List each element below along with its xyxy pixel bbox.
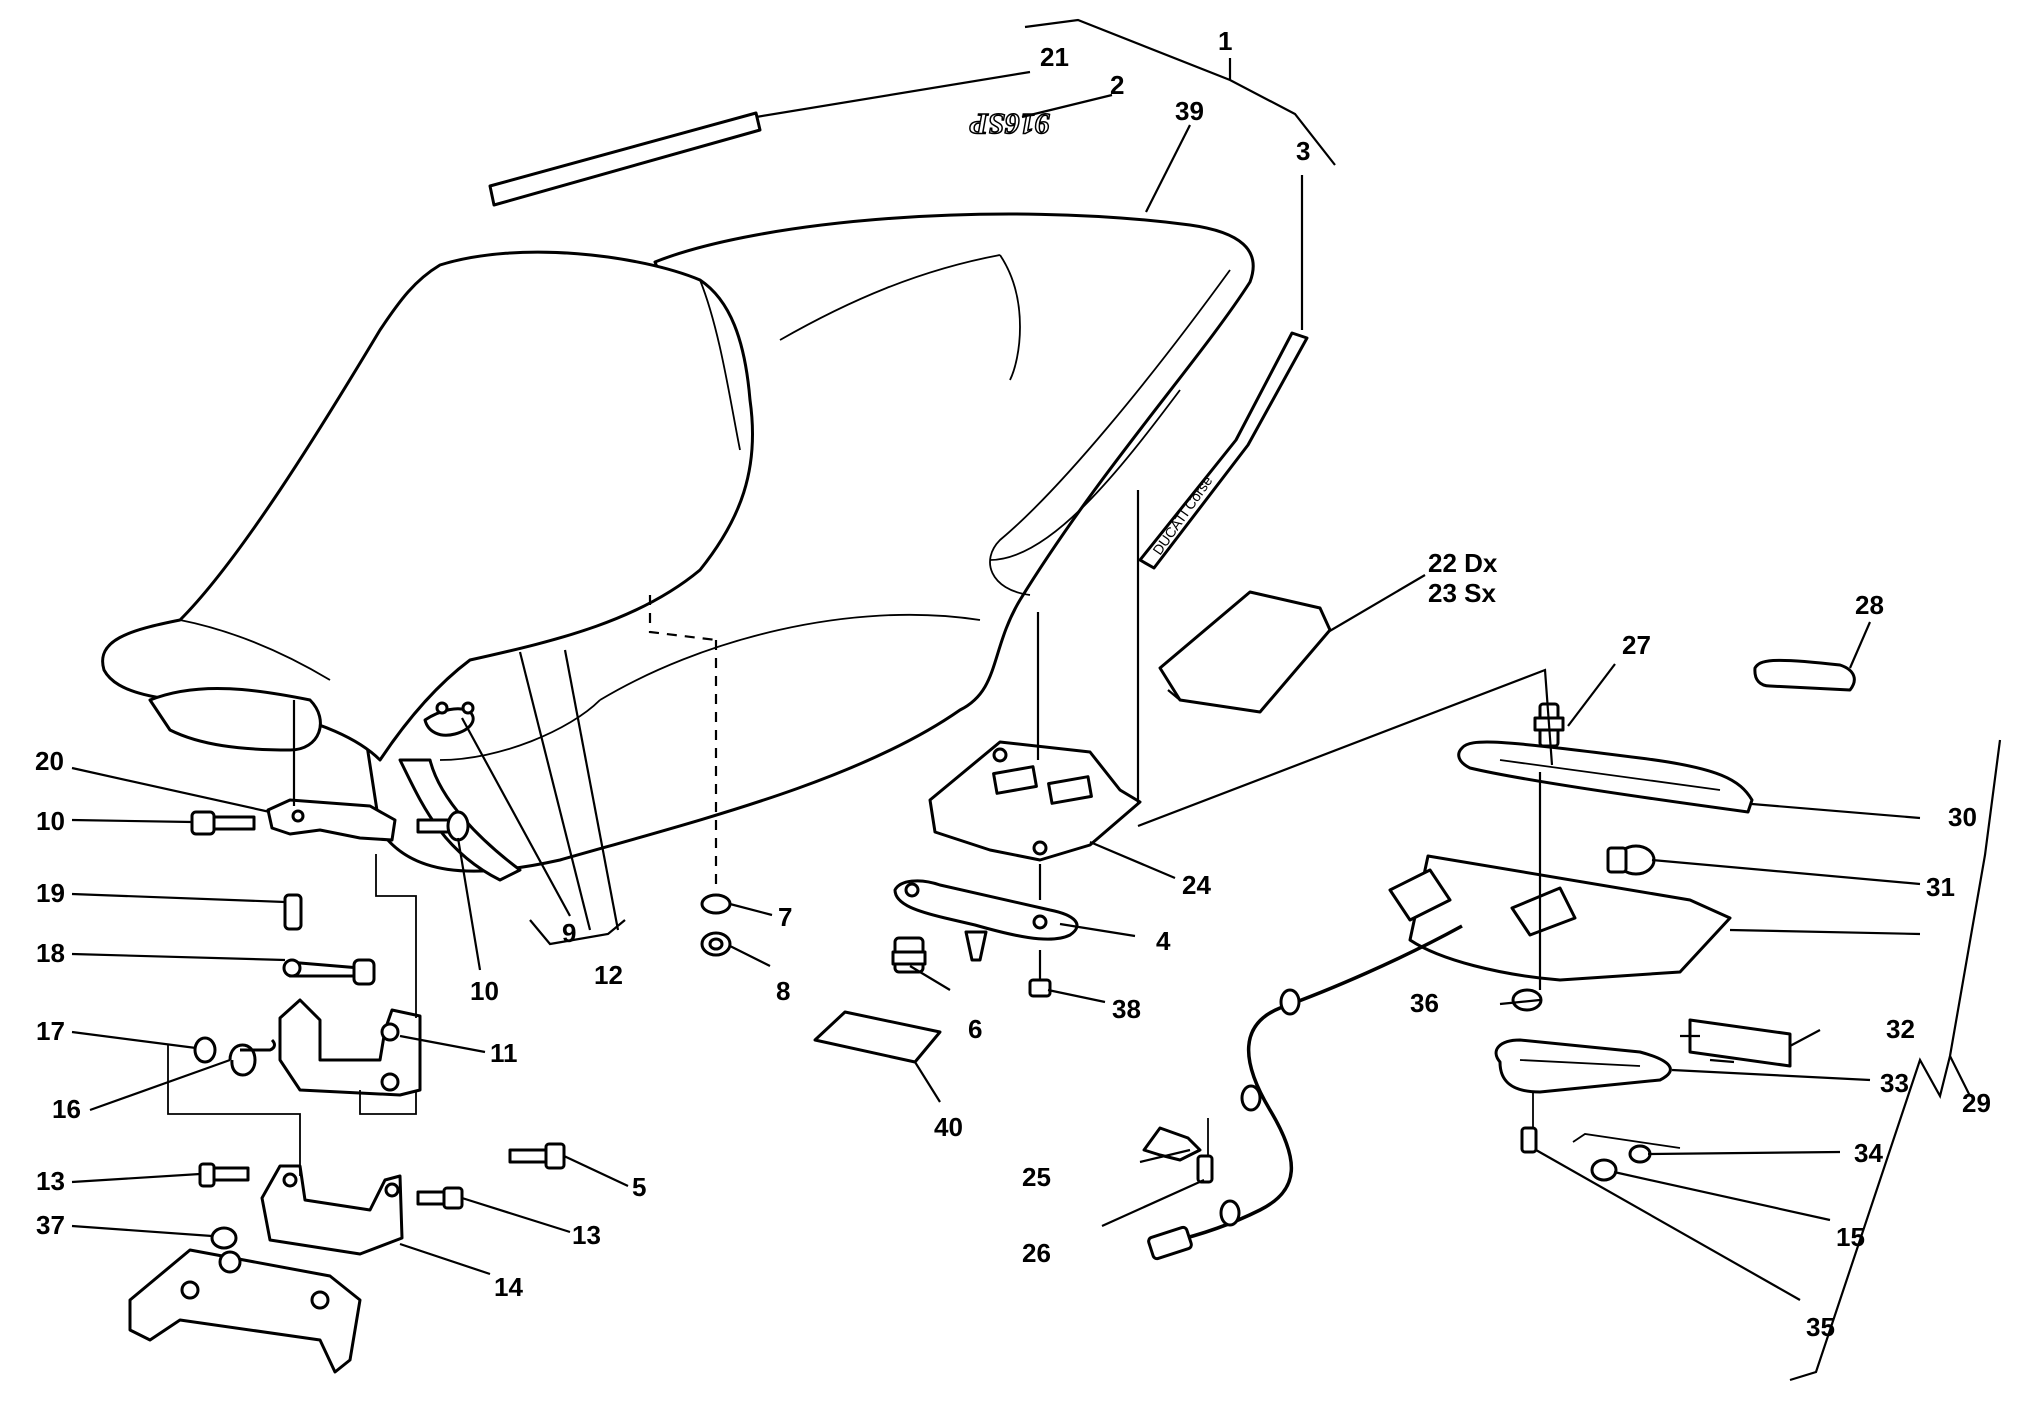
label-35: 35 bbox=[1806, 1312, 1835, 1342]
label-37: 37 bbox=[36, 1210, 65, 1240]
part-29-light-housing bbox=[1388, 854, 1732, 982]
label-27: 27 bbox=[1622, 630, 1651, 660]
label-28: 28 bbox=[1855, 590, 1884, 620]
part-36-grommet bbox=[1511, 988, 1543, 1012]
label-24: 24 bbox=[1182, 870, 1211, 900]
part-17-washer bbox=[193, 1036, 217, 1064]
part-10-bolt-left bbox=[190, 810, 256, 836]
label-36: 36 bbox=[1410, 988, 1439, 1018]
label-16: 16 bbox=[52, 1094, 81, 1124]
label-22: 22 Dx bbox=[1428, 548, 1498, 578]
label-11: 11 bbox=[490, 1038, 518, 1068]
part-6-nut bbox=[891, 936, 927, 974]
decal-strip-text: DUCATI Corse bbox=[1149, 473, 1215, 558]
part-14-base-bracket bbox=[260, 1164, 404, 1256]
part-38-screw bbox=[1028, 950, 1052, 998]
label-29: 29 bbox=[1962, 1088, 1991, 1118]
part-20-hinge-bracket bbox=[266, 798, 397, 842]
label-13-right: 13 bbox=[572, 1220, 601, 1250]
part-cable-harness bbox=[1147, 924, 1463, 1261]
label-31: 31 bbox=[1926, 872, 1955, 902]
part-frame-mount bbox=[128, 1248, 362, 1374]
label-4: 4 bbox=[1156, 926, 1171, 956]
leader-lines bbox=[71, 18, 2002, 1382]
label-17: 17 bbox=[36, 1016, 65, 1046]
part-8-nut bbox=[700, 931, 732, 957]
label-23: 23 Sx bbox=[1428, 578, 1496, 608]
label-12: 12 bbox=[594, 960, 623, 990]
label-10-left: 10 bbox=[36, 806, 65, 836]
part-21-trim-strip bbox=[488, 111, 762, 207]
part-9-hook bbox=[423, 701, 475, 737]
part-28-clip bbox=[1753, 658, 1856, 692]
label-32: 32 bbox=[1886, 1014, 1915, 1044]
label-18: 18 bbox=[36, 938, 65, 968]
part-16-spring bbox=[228, 1038, 276, 1077]
part-19-screw bbox=[283, 893, 303, 931]
part-24-bracket bbox=[928, 740, 1142, 862]
part-4-plate bbox=[893, 879, 1079, 962]
part-32-plate bbox=[1680, 1018, 1792, 1068]
callout-labels: 1 2 3 21 39 22 Dx 23 Sx 28 27 20 10 19 1… bbox=[35, 26, 1991, 1342]
label-2: 2 bbox=[1110, 70, 1124, 100]
label-40: 40 bbox=[934, 1112, 963, 1142]
label-19: 19 bbox=[36, 878, 65, 908]
part-34-washer bbox=[1628, 1144, 1652, 1164]
part-22-23-foam-block bbox=[1158, 590, 1332, 714]
label-3: 3 bbox=[1296, 136, 1310, 166]
label-34: 34 bbox=[1854, 1138, 1883, 1168]
label-10-right: 10 bbox=[470, 976, 499, 1006]
part-13-bolt-left bbox=[198, 1162, 250, 1188]
label-14: 14 bbox=[494, 1272, 523, 1302]
label-6: 6 bbox=[968, 1014, 982, 1044]
assembly-lines bbox=[167, 490, 1681, 1176]
part-40-pad bbox=[813, 1010, 942, 1064]
part-7-washer bbox=[700, 893, 732, 915]
label-38: 38 bbox=[1112, 994, 1141, 1024]
label-33: 33 bbox=[1880, 1068, 1909, 1098]
part-35-screw bbox=[1520, 1126, 1538, 1154]
label-21: 21 bbox=[1040, 42, 1069, 72]
part-2-logo-decal: 916SP bbox=[969, 106, 1051, 141]
label-7: 7 bbox=[778, 902, 792, 932]
part-13-bolt-right bbox=[416, 1186, 464, 1210]
part-26-screw bbox=[1196, 1154, 1214, 1184]
label-30: 30 bbox=[1948, 802, 1977, 832]
part-30-tail-light bbox=[1457, 740, 1754, 814]
part-31-bulb bbox=[1606, 844, 1656, 876]
part-15-nut bbox=[1590, 1158, 1618, 1182]
label-25: 25 bbox=[1022, 1162, 1051, 1192]
label-20: 20 bbox=[35, 746, 64, 776]
label-26: 26 bbox=[1022, 1238, 1051, 1268]
label-1: 1 bbox=[1218, 26, 1232, 56]
label-39: 39 bbox=[1175, 96, 1204, 126]
part-11-latch bbox=[278, 998, 422, 1097]
label-5: 5 bbox=[632, 1172, 646, 1202]
part-37-washer bbox=[210, 1226, 238, 1250]
label-13-left: 13 bbox=[36, 1166, 65, 1196]
part-33-gasket bbox=[1494, 1038, 1672, 1094]
part-5-bolt bbox=[508, 1142, 566, 1170]
label-8: 8 bbox=[776, 976, 790, 1006]
label-15: 15 bbox=[1836, 1222, 1865, 1252]
part-10-bolt-right bbox=[416, 810, 470, 842]
part-18-link bbox=[282, 958, 376, 986]
label-9: 9 bbox=[562, 918, 576, 948]
logo-decal-text: 916SP bbox=[969, 107, 1050, 140]
